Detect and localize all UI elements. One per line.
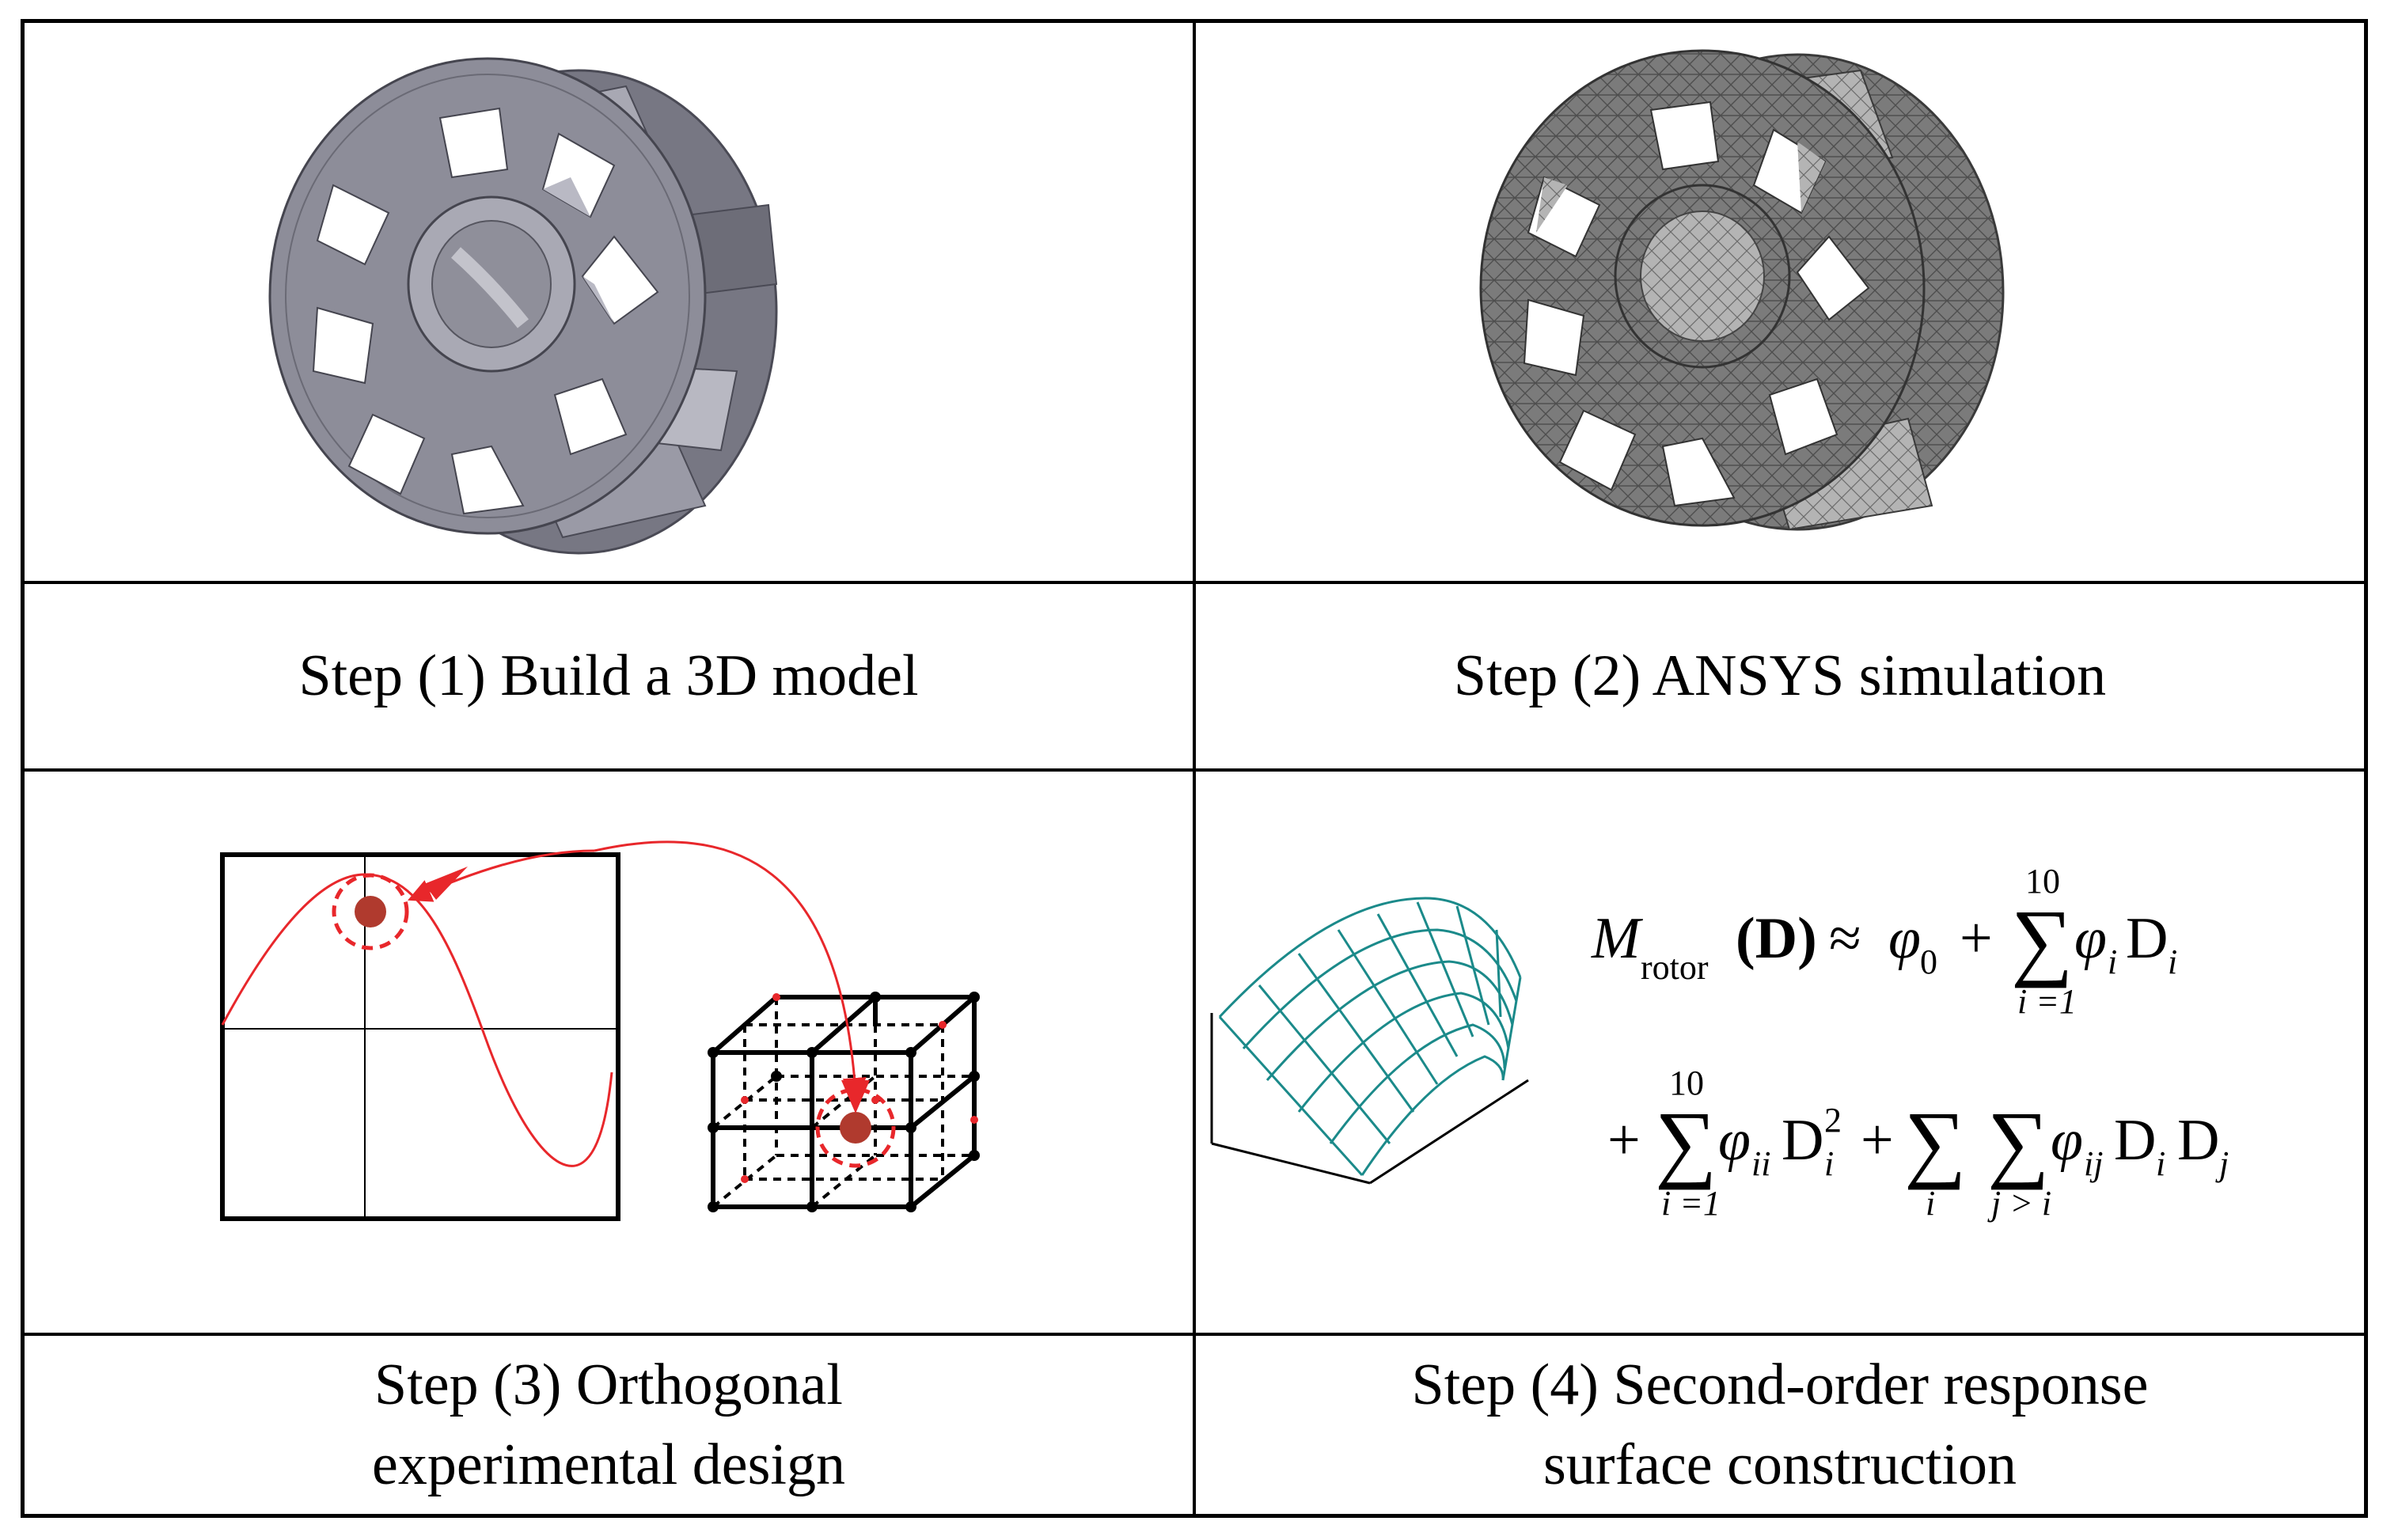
formula-sum-1-upper: 10 — [2025, 862, 2060, 901]
formula-sum-2: ∑ — [1655, 1094, 1717, 1190]
step4-caption-line1: Step (4) Second-order response — [1411, 1352, 2149, 1417]
formula-phi-ii-sub: ii — [1751, 1144, 1770, 1183]
formula-approx: ≈ — [1829, 906, 1861, 971]
formula-sum-2-upper: 10 — [1669, 1064, 1704, 1102]
formula-var-3-sub: i — [2156, 1144, 2165, 1183]
arrow-to-cube — [594, 840, 867, 1102]
formula-sum-4: ∑ — [1987, 1094, 2049, 1190]
step2-caption: Step (2) ANSYS simulation — [1196, 584, 2364, 768]
divider-col — [1193, 19, 1196, 1518]
formula-var-1-sub: i — [2168, 943, 2177, 981]
cube-highlight-ring — [815, 1087, 896, 1168]
fea-mesh-model — [1479, 49, 2005, 531]
curve-plot-frame — [220, 852, 620, 1221]
formula-var-2-sq: 2 — [1824, 1101, 1842, 1140]
formula-phi-ij: φ — [2051, 1108, 2083, 1173]
formula-phi-i: φ — [2074, 906, 2107, 971]
step1-caption: Step (1) Build a 3D model — [25, 584, 1193, 768]
formula-var-2: D — [1782, 1108, 1823, 1173]
step2-image-cell — [1196, 23, 2364, 581]
formula-var-1: D — [2126, 906, 2168, 971]
cube-highlight-point — [840, 1112, 871, 1144]
formula-sum-1: ∑ — [2011, 892, 2073, 988]
formula-sum-4-lower: j > i — [1987, 1184, 2051, 1223]
border-left — [21, 19, 25, 1518]
step4-image-cell: M rotor (D) ≈ φ 0 + ∑ 10 i =1 φ i D i + … — [1196, 772, 2364, 1333]
formula-plus-3: + — [1861, 1108, 1894, 1173]
step4-caption-line2: surface construction — [1543, 1432, 2017, 1497]
sine-curve — [221, 873, 613, 1167]
formula-phi0-sub: 0 — [1920, 943, 1937, 981]
formula-sum-3: ∑ — [1904, 1094, 1966, 1190]
curve-highlight-ring — [332, 873, 409, 950]
cad-rotor-model — [268, 57, 778, 555]
formula-phi0: φ — [1888, 906, 1921, 971]
formula-sum-2-lower: i =1 — [1661, 1184, 1721, 1223]
step2-caption-line1: Step (2) ANSYS simulation — [1453, 643, 2107, 709]
steps-table: Step (1) Build a 3D model Step (2) ANSYS… — [21, 19, 2368, 1518]
formula-plus-1: + — [1960, 906, 1993, 971]
formula-phi-ij-sub: ij — [2084, 1144, 2103, 1183]
formula-phi-ii: φ — [1718, 1108, 1751, 1173]
formula-var-2-sub: i — [1824, 1144, 1834, 1183]
formula-lhs-arg: (D) — [1736, 906, 1817, 971]
formula-phi-i-sub: i — [2108, 943, 2117, 981]
formula-lhs-subscript: rotor — [1641, 948, 1709, 987]
formula-var-3: D — [2114, 1108, 2156, 1173]
formula-var-4: D — [2177, 1108, 2219, 1173]
step1-image-cell — [25, 23, 1193, 581]
step4-caption: Step (4) Second-order response surface c… — [1196, 1336, 2364, 1514]
response-surface-figure: M rotor (D) ≈ φ 0 + ∑ 10 i =1 φ i D i + … — [1210, 862, 2229, 1223]
formula-var-4-sub: j — [2215, 1144, 2229, 1183]
step1-caption-line1: Step (1) Build a 3D model — [298, 643, 919, 709]
step3-caption-line2: experimental design — [372, 1432, 845, 1497]
step3-image-cell — [25, 772, 1193, 1333]
orthogonal-design-figure — [220, 840, 980, 1221]
formula-sum-1-lower: i =1 — [2017, 982, 2077, 1021]
curve-highlight-point — [355, 896, 386, 927]
formula-plus-2: + — [1607, 1108, 1641, 1173]
response-surface-mesh — [1218, 897, 1522, 1177]
formula-lhs-symbol: M — [1591, 906, 1644, 971]
step3-caption: Step (3) Orthogonal experimental design — [25, 1336, 1193, 1514]
step3-caption-line1: Step (3) Orthogonal — [374, 1352, 843, 1417]
formula-sum-3-lower: i — [1926, 1184, 1935, 1223]
border-right — [2364, 19, 2368, 1518]
